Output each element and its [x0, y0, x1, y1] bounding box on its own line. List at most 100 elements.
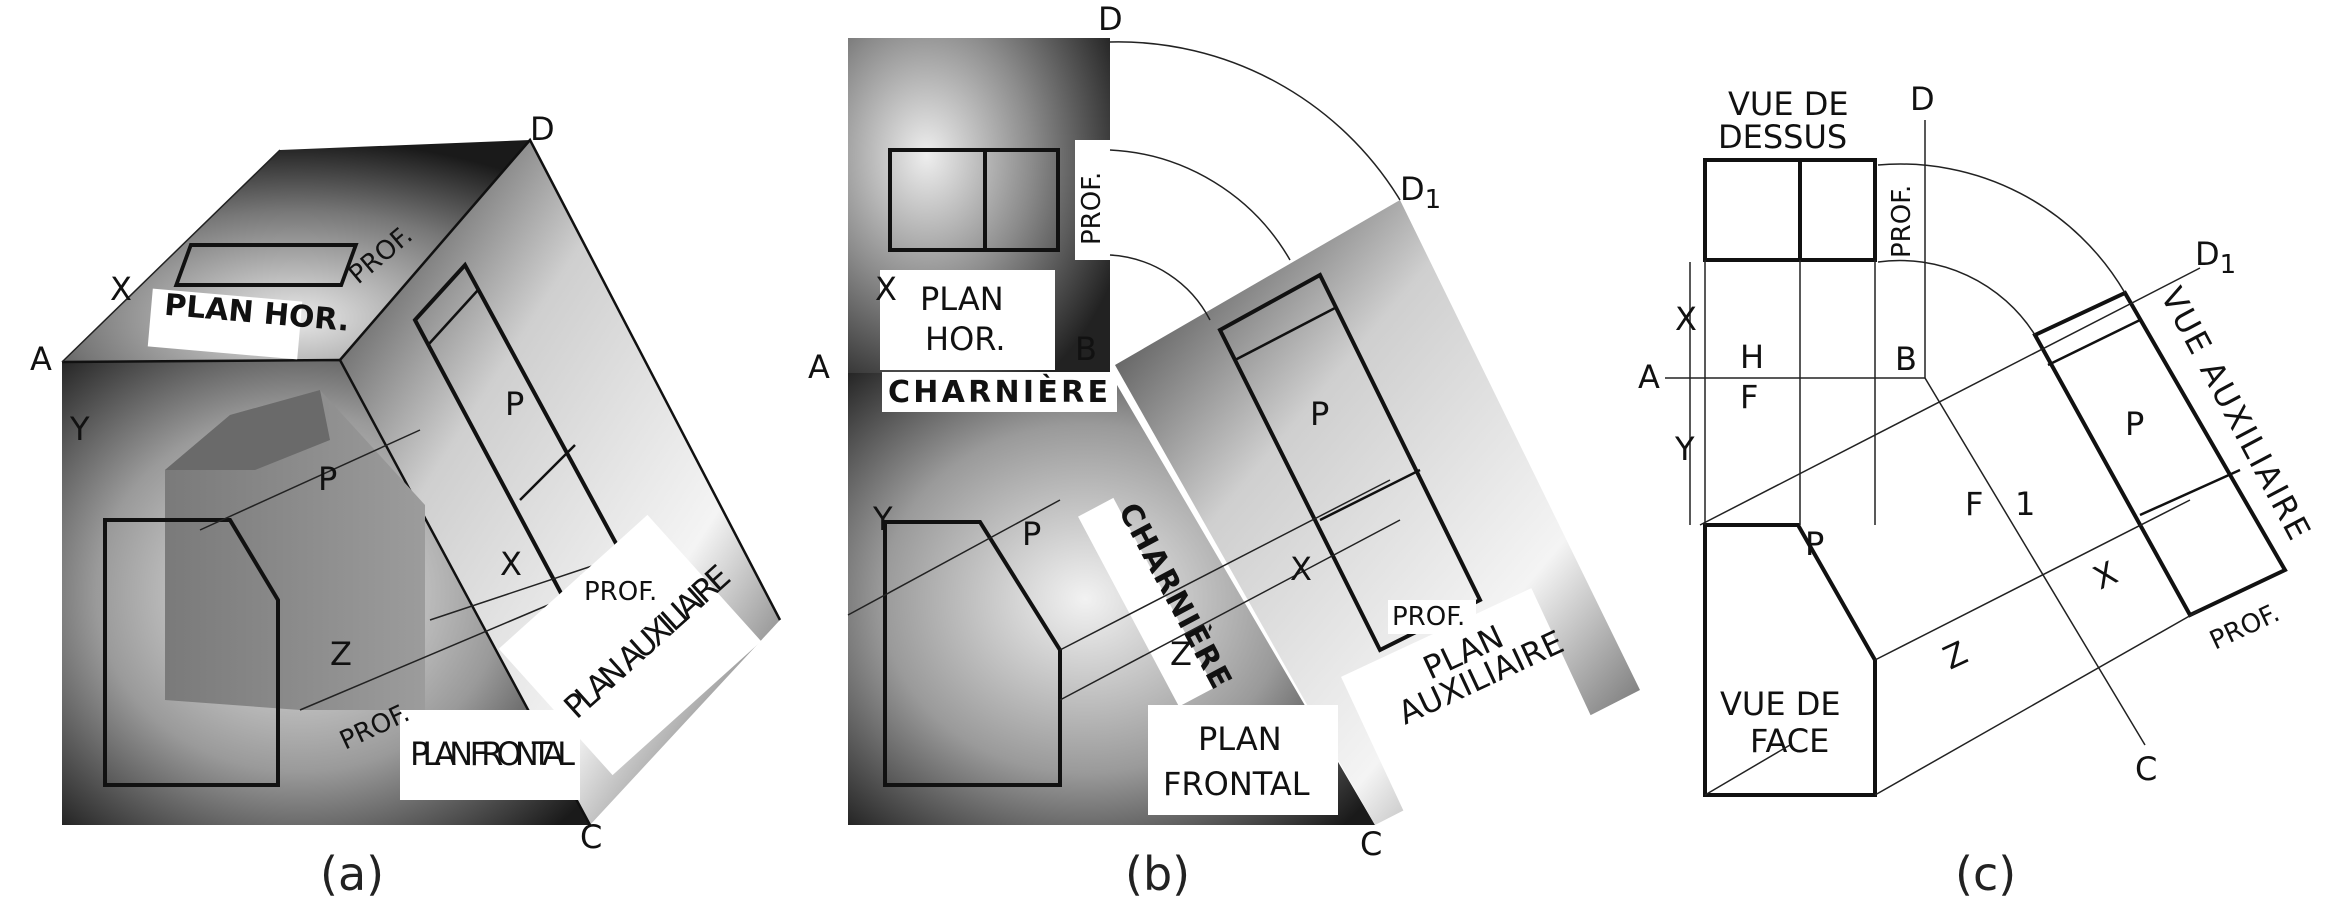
top-view-outline-a	[173, 243, 359, 287]
surface-p-aux-b: P	[1310, 395, 1329, 433]
label-vue-face-1-c: VUE DE	[1720, 685, 1841, 723]
corner-b-c: B	[1895, 340, 1917, 378]
proj-line-a1	[61, 149, 281, 363]
dim-x2-b: X	[1290, 550, 1312, 588]
proj-line-a2	[299, 599, 561, 711]
proj-line-c6	[1704, 744, 1791, 796]
corner-d1-b: D1	[1400, 170, 1441, 215]
label-prof-bottom-c: PROF.	[2205, 598, 2284, 656]
corner-c-c: C	[2135, 750, 2157, 788]
label-f-c: F	[1740, 378, 1758, 416]
dim-x-b: X	[875, 270, 897, 308]
label-h-c: H	[1740, 338, 1764, 376]
caption-a: (a)	[320, 847, 384, 901]
vue-face-outline-c	[1703, 523, 1877, 797]
corner-d1-c: D1	[2195, 235, 2236, 280]
proj-line-b1	[1059, 479, 1391, 651]
corner-c-a: C	[580, 818, 602, 856]
corner-a-a: A	[30, 340, 52, 378]
corner-a-b: A	[808, 348, 830, 386]
dim-y-a: Y	[69, 410, 90, 448]
panel-c: VUE DE DESSUS VUE DE FACE X Y X Z PROF. …	[1638, 80, 2318, 901]
surface-p-front-c: P	[1805, 525, 1824, 563]
dim-z-c: Z	[1937, 634, 1973, 678]
corner-a-c: A	[1638, 358, 1660, 396]
label-charniere-1-b: CHARNIÈRE	[888, 374, 1108, 410]
label-box-prof-bottom-b	[1388, 600, 1476, 634]
label-box-prof-top-b	[1075, 140, 1110, 260]
box-edge-a2	[339, 137, 782, 621]
dim-y-b: Y	[872, 500, 893, 538]
surface-p-front-b: P	[1022, 515, 1041, 553]
aux-inner-a1	[427, 289, 479, 346]
arc-b1	[1109, 41, 1401, 201]
vue-dessus-outline-c	[1703, 158, 1877, 262]
solid-top-a	[165, 390, 330, 470]
arc-c1	[1877, 163, 2126, 294]
label-vue-dessus-1-c: VUE DE	[1728, 85, 1849, 123]
label-box-prof-right-a	[580, 575, 655, 607]
dim-x-top-a: X	[110, 270, 132, 308]
dim-z-a: Z	[330, 635, 352, 673]
arc-c2	[1877, 259, 2036, 336]
label-box-charniere-1-b	[882, 372, 1117, 412]
aux-view-outline-b	[1217, 272, 1483, 653]
caption-c: (c)	[1955, 847, 2016, 901]
arc-b2	[1109, 149, 1291, 261]
label-box-plan-frontal-b	[1148, 705, 1338, 815]
label-vue-dessus-2-c: DESSUS	[1718, 118, 1847, 156]
label-vue-face-2-c: FACE	[1750, 722, 1829, 760]
proj-line-a3	[429, 559, 611, 621]
label-box-plan-frontal-a	[400, 710, 580, 800]
label-plan-frontal-a: PLAN FRONTAL	[410, 735, 575, 773]
label-box-plan-hor-a	[147, 288, 303, 360]
label-box-charniere-2-b	[1078, 497, 1215, 707]
label-plan-hor-2-b: HOR.	[925, 320, 1006, 358]
label-prof-bottom-b: PROF.	[1392, 602, 1465, 632]
aux-inner-b2	[1319, 468, 1421, 522]
corner-b-b: B	[1075, 330, 1097, 368]
surface-p-aux-a: P	[505, 385, 524, 423]
vue-aux-outline-c	[2032, 290, 2288, 618]
dim-y-c: Y	[1674, 430, 1695, 468]
aux-inner-c1	[2047, 318, 2141, 367]
corner-d-a: D	[530, 110, 555, 148]
aux-inner-b1	[1234, 306, 1336, 362]
corner-c-b: C	[1360, 825, 1382, 863]
dim-x2-c: X	[2087, 554, 2123, 598]
label-prof-right-a: PROF.	[584, 577, 657, 607]
line-bc-c	[1924, 377, 2146, 746]
proj-line-c5	[1874, 609, 2201, 796]
corner-d-b: D	[1098, 0, 1123, 38]
surface-p-front-a: P	[318, 460, 337, 498]
fold-line-f1-c	[1699, 267, 2201, 526]
label-1-c: 1	[2015, 485, 2035, 523]
front-view-outline-a	[103, 518, 280, 787]
top-view-outline-b	[888, 148, 1060, 252]
label-prof-top-b: PROF.	[1077, 172, 1107, 245]
dim-x-c: X	[1675, 300, 1697, 338]
label-prof-top-c: PROF.	[1887, 185, 1917, 258]
label-plan-frontal-1-b: PLAN	[1198, 720, 1282, 758]
proj-line-b3	[847, 499, 1061, 616]
label-box-plan-aux-b	[1341, 588, 1599, 822]
dim-x-a: X	[500, 545, 522, 583]
surface-p-aux-c: P	[2125, 405, 2144, 443]
front-view-outline-b	[883, 520, 1062, 787]
label-box-plan-hor-b	[880, 270, 1055, 370]
corner-d-c: D	[1910, 80, 1935, 118]
aux-inner-a2	[519, 444, 576, 501]
aux-inner-c2	[2139, 468, 2241, 517]
panel-b: CHARNIÈRE CHARNIÈRE PLAN HOR. PROF. PLAN…	[808, 0, 1640, 901]
label-plan-hor-1-b: PLAN	[920, 280, 1004, 318]
caption-b: (b)	[1125, 847, 1190, 901]
arc-b3	[1109, 254, 1211, 321]
proj-line-c4	[1874, 499, 2191, 661]
proj-line-b2	[1059, 519, 1401, 701]
label-plan-frontal-2-b: FRONTAL	[1163, 765, 1310, 803]
dim-z-b: Z	[1170, 635, 1192, 673]
label-box-plan-aux-a	[498, 514, 762, 776]
proj-line-a4	[199, 429, 421, 531]
panel-a: PLAN HOR. PLAN FRONTAL PLAN AUXILIAIRE P…	[30, 110, 782, 901]
